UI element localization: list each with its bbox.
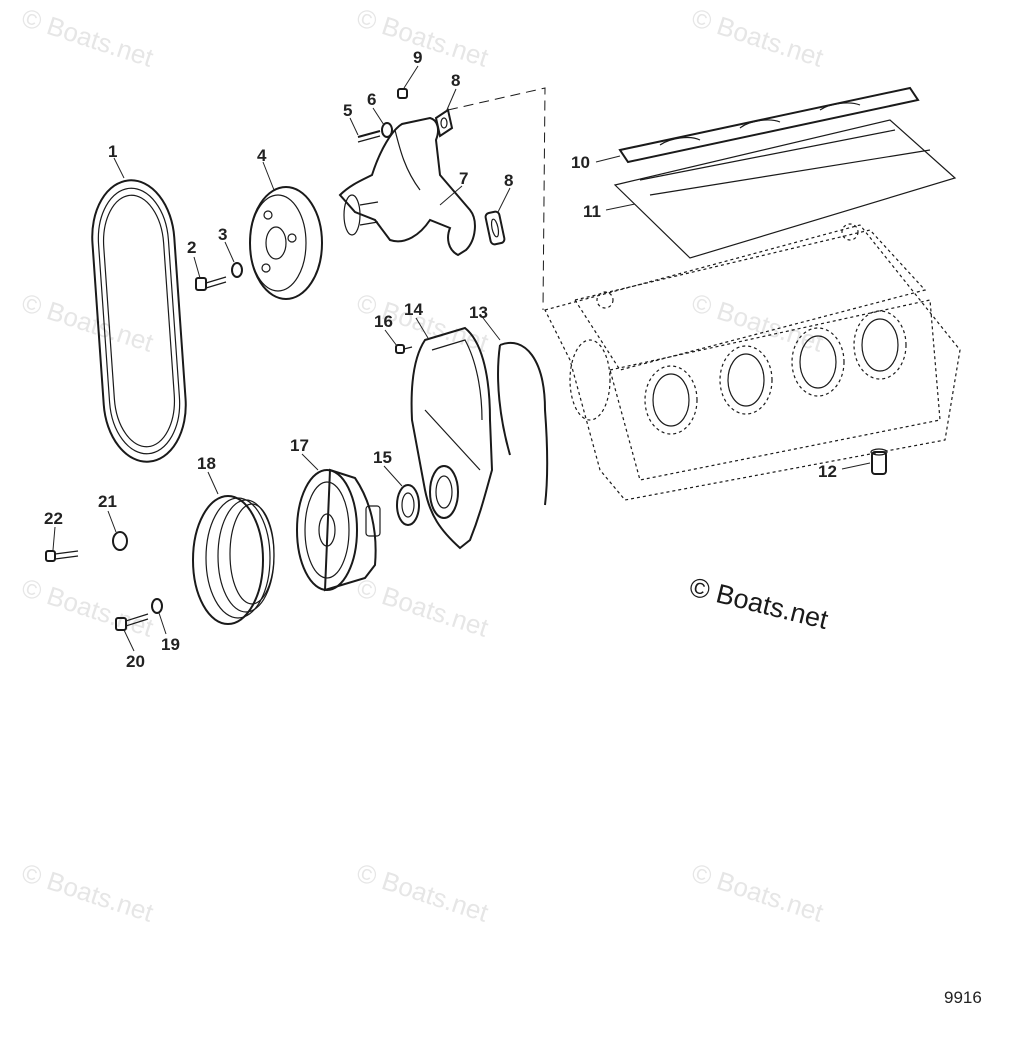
part-16-bolt bbox=[395, 344, 413, 354]
part-5-bolt bbox=[357, 130, 381, 143]
part-8-gasket-lower bbox=[484, 210, 506, 246]
callout-7: 7 bbox=[459, 169, 468, 188]
watermark: © Boats.net bbox=[18, 572, 158, 643]
callout-14: 14 bbox=[404, 300, 423, 319]
callout-20: 20 bbox=[126, 652, 145, 671]
callout-6: 6 bbox=[367, 90, 376, 109]
part-6-washer bbox=[381, 122, 393, 138]
watermark: © Boats.net bbox=[688, 857, 828, 928]
brand-watermark: © Boats.net bbox=[687, 572, 832, 635]
figure-number: 9916 bbox=[944, 988, 982, 1007]
callout-19: 19 bbox=[161, 635, 180, 654]
part-10-head-gasket bbox=[618, 86, 920, 164]
callout-11: 11 bbox=[583, 202, 601, 221]
part-7-water-pump bbox=[338, 116, 476, 257]
callout-21: 21 bbox=[98, 492, 117, 511]
watermark: © Boats.net bbox=[18, 2, 158, 73]
callout-3: 3 bbox=[218, 225, 227, 244]
watermark: © Boats.net bbox=[353, 857, 493, 928]
cylinder-block bbox=[544, 223, 961, 501]
part-20-bolt bbox=[115, 613, 149, 631]
part-14-timing-cover bbox=[410, 326, 494, 550]
watermark: © Boats.net bbox=[18, 857, 158, 928]
leader-lines bbox=[52, 65, 871, 652]
background-watermarks: © Boats.net © Boats.net © Boats.net © Bo… bbox=[18, 2, 828, 928]
part-9-nut bbox=[397, 88, 408, 99]
part-19-washer bbox=[151, 598, 163, 614]
part-15-seal bbox=[396, 484, 420, 526]
watermark: © Boats.net bbox=[688, 287, 828, 358]
part-3-washer bbox=[231, 262, 243, 278]
callout-1: 1 bbox=[108, 142, 117, 161]
callout-8-lower: 8 bbox=[504, 171, 513, 190]
watermark: © Boats.net bbox=[18, 287, 158, 358]
callout-15: 15 bbox=[373, 448, 392, 467]
watermark: © Boats.net bbox=[353, 572, 493, 643]
callout-labels: 1 2 3 4 5 6 7 8 8 9 10 11 12 13 14 15 16… bbox=[44, 48, 837, 671]
part-4-pulley bbox=[249, 186, 323, 300]
watermark: © Boats.net bbox=[688, 2, 828, 73]
part-17-balancer bbox=[296, 468, 381, 592]
part-1-drive-belt bbox=[91, 179, 187, 463]
callout-18: 18 bbox=[197, 454, 216, 473]
callout-17: 17 bbox=[290, 436, 309, 455]
part-18-crank-pulley bbox=[192, 495, 275, 625]
part-12-plug bbox=[870, 448, 888, 475]
callout-10: 10 bbox=[571, 153, 590, 172]
callout-16: 16 bbox=[374, 312, 393, 331]
callout-12: 12 bbox=[818, 462, 837, 481]
part-8-gasket-upper bbox=[434, 108, 454, 138]
part-2-bolt bbox=[195, 276, 227, 291]
callout-22: 22 bbox=[44, 509, 63, 528]
callout-2: 2 bbox=[187, 238, 196, 257]
callout-13: 13 bbox=[469, 303, 488, 322]
part-22-bolt bbox=[45, 550, 79, 562]
callout-8-upper: 8 bbox=[451, 71, 460, 90]
callout-9: 9 bbox=[413, 48, 422, 67]
part-11-valley-plate bbox=[613, 119, 957, 259]
part-21-washer bbox=[112, 531, 128, 551]
part-13-gasket bbox=[497, 341, 549, 506]
watermark: © Boats.net bbox=[353, 2, 493, 73]
callout-5: 5 bbox=[343, 101, 352, 120]
callout-4: 4 bbox=[257, 146, 267, 165]
alignment-line bbox=[447, 87, 546, 311]
